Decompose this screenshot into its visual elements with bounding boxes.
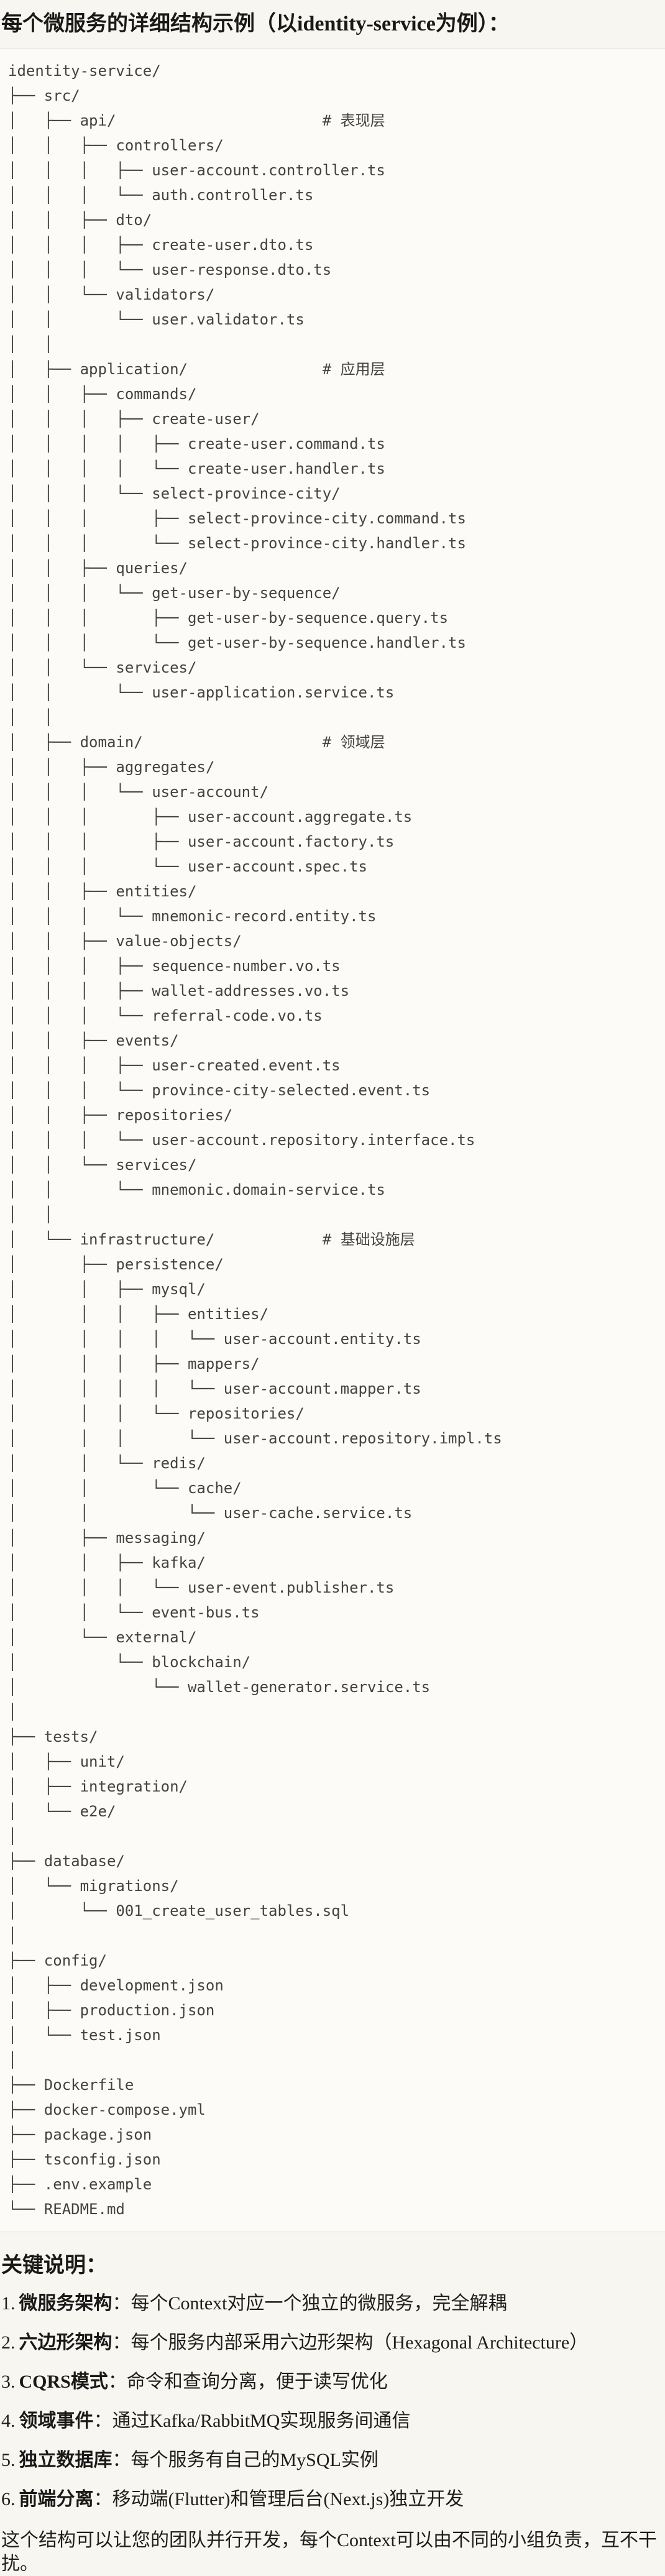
note-number: 3. <box>1 2371 16 2392</box>
note-item: 5.独立数据库：每个服务有自己的MySQL实例 <box>1 2449 664 2472</box>
note-item: 6.前端分离：移动端(Flutter)和管理后台(Next.js)独立开发 <box>1 2488 664 2511</box>
note-description: ：每个Context对应一个独立的微服务，完全解耦 <box>112 2293 507 2314</box>
notes-list: 1.微服务架构：每个Context对应一个独立的微服务，完全解耦 2.六边形架构… <box>0 2292 665 2511</box>
note-item: 4.领域事件：通过Kafka/RabbitMQ实现服务间通信 <box>1 2409 664 2433</box>
code-block: identity-service/ ├── src/ │ ├── api/ # … <box>0 48 665 2232</box>
note-description: ：每个服务有自己的MySQL实例 <box>112 2450 378 2470</box>
directory-tree: identity-service/ ├── src/ │ ├── api/ # … <box>8 62 502 2218</box>
note-number: 5. <box>1 2450 16 2470</box>
note-number: 6. <box>1 2489 16 2509</box>
note-term: 独立数据库 <box>19 2450 112 2470</box>
notes-heading: 关键说明： <box>1 2254 107 2277</box>
note-term: 前端分离 <box>19 2489 94 2509</box>
note-description: ：每个服务内部采用六边形架构（Hexagonal Architecture） <box>112 2332 589 2353</box>
note-number: 1. <box>1 2293 16 2314</box>
note-description: ：通过Kafka/RabbitMQ实现服务间通信 <box>93 2411 411 2431</box>
note-term: CQRS模式 <box>19 2371 108 2392</box>
note-term: 六边形架构 <box>19 2332 112 2353</box>
closing-paragraph: 这个结构可以让您的团队并行开发，每个Context可以由不同的小组负责，互不干扰… <box>1 2530 657 2574</box>
note-number: 4. <box>1 2411 16 2431</box>
note-term: 领域事件 <box>19 2411 94 2431</box>
note-description: ：命令和查询分离，便于读写优化 <box>108 2371 388 2392</box>
note-number: 2. <box>1 2332 16 2353</box>
note-item: 2.六边形架构：每个服务内部采用六边形架构（Hexagonal Architec… <box>1 2331 664 2355</box>
page-title: 每个微服务的详细结构示例（以identity-service为例）： <box>1 12 510 35</box>
note-description: ：移动端(Flutter)和管理后台(Next.js)独立开发 <box>93 2489 464 2509</box>
note-item: 3.CQRS模式：命令和查询分离，便于读写优化 <box>1 2370 664 2394</box>
note-item: 1.微服务架构：每个Context对应一个独立的微服务，完全解耦 <box>1 2292 664 2316</box>
note-term: 微服务架构 <box>19 2293 112 2314</box>
